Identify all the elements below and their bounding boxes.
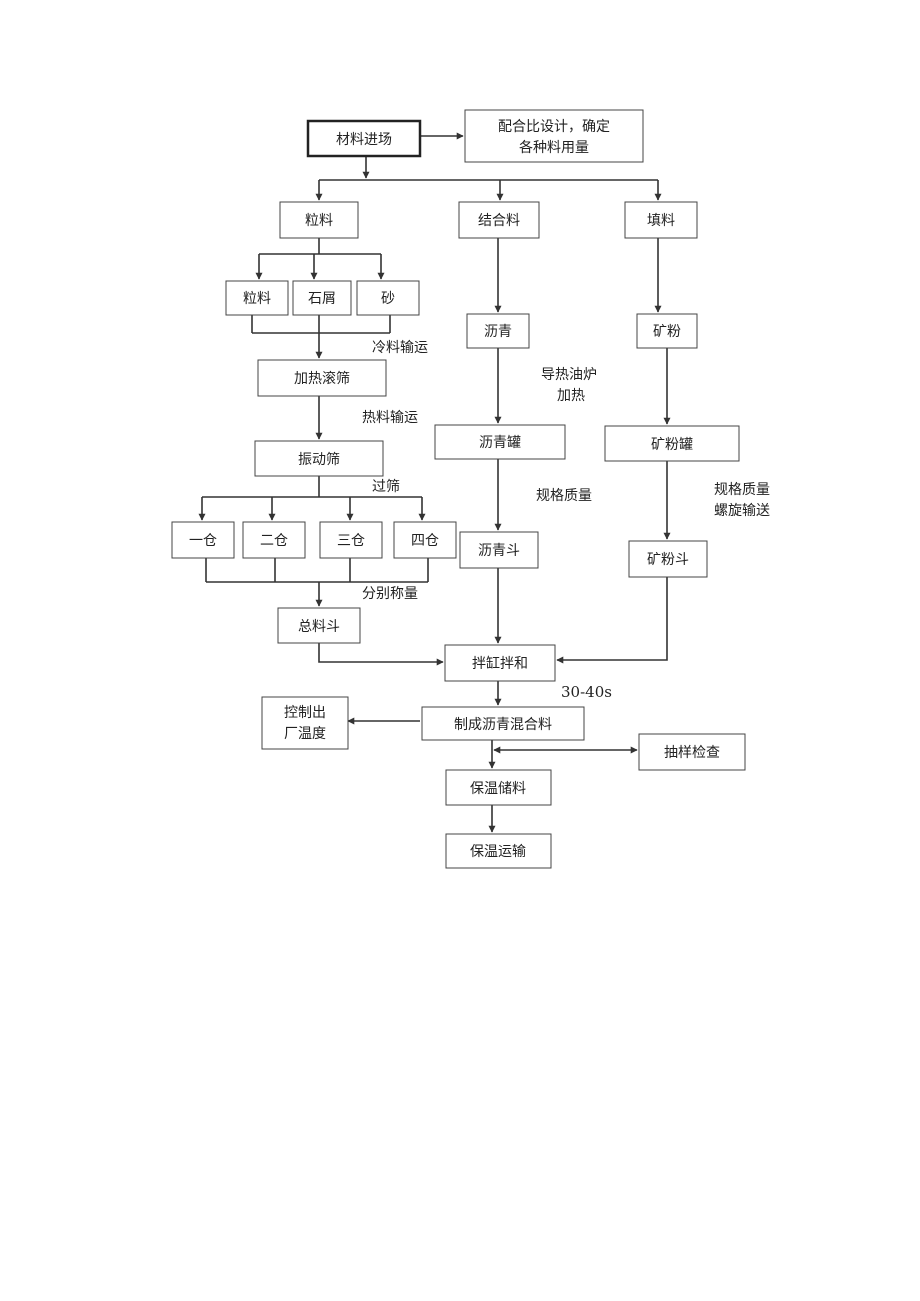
svg-text:拌缸拌和: 拌缸拌和 <box>472 655 528 672</box>
svg-text:保温储料: 保温储料 <box>470 781 526 797</box>
svg-text:总料斗: 总料斗 <box>298 619 340 635</box>
svg-text:砂: 砂 <box>381 291 395 307</box>
svg-text:粒料: 粒料 <box>305 213 333 229</box>
node-powder-tank: 矿粉罐 <box>604 425 740 462</box>
label-oil-heater-1: 导热油炉 <box>541 367 597 383</box>
svg-text:沥青: 沥青 <box>484 324 512 340</box>
svg-text:矿粉: 矿粉 <box>653 324 681 340</box>
svg-text:控制出: 控制出 <box>284 705 326 721</box>
node-filler: 填料 <box>624 201 698 239</box>
label-oil-heater-2: 加热 <box>557 388 585 404</box>
label-hot-transport: 热料输运 <box>362 410 418 426</box>
node-bin2: 二仓 <box>242 521 306 559</box>
node-heat-drum: 加热滚筛 <box>257 359 387 397</box>
svg-text:填料: 填料 <box>647 213 675 229</box>
svg-text:制成沥青混合料: 制成沥青混合料 <box>454 717 552 733</box>
svg-text:粒料: 粒料 <box>243 291 271 307</box>
arrow-hopper-to-mixer <box>318 643 444 666</box>
node-mineral-powder: 矿粉 <box>636 313 698 349</box>
svg-text:抽样检查: 抽样检查 <box>664 745 720 761</box>
node-aggregate: 粒料 <box>279 201 359 239</box>
node-bin4: 四仓 <box>393 521 457 559</box>
node-temp-control: 控制出 厂温度 <box>261 696 349 750</box>
svg-text:沥青罐: 沥青罐 <box>479 435 521 451</box>
connectors <box>198 132 671 833</box>
svg-text:保温运输: 保温运输 <box>470 844 526 860</box>
node-asphalt: 沥青 <box>466 313 530 349</box>
node-bin1: 一仓 <box>171 521 235 559</box>
label-mix-time: 30-40s <box>561 683 612 701</box>
label-screw-conveyor: 螺旋输送 <box>714 503 770 519</box>
node-sampling: 抽样检查 <box>638 733 746 771</box>
node-aggregate-sub: 粒料 <box>225 280 289 316</box>
svg-text:矿粉斗: 矿粉斗 <box>647 552 689 568</box>
svg-text:三仓: 三仓 <box>337 533 365 549</box>
node-mix-design: 配合比设计，确定 各种料用量 <box>464 109 644 163</box>
node-binder: 结合料 <box>458 201 540 239</box>
label-sieving: 过筛 <box>372 479 400 495</box>
svg-text:结合料: 结合料 <box>478 213 520 229</box>
node-stone-chips: 石屑 <box>292 280 352 316</box>
svg-text:厂温度: 厂温度 <box>284 726 326 742</box>
svg-text:石屑: 石屑 <box>308 291 336 307</box>
svg-text:各种料用量: 各种料用量 <box>519 140 589 156</box>
svg-text:矿粉罐: 矿粉罐 <box>651 437 693 453</box>
node-asphalt-tank: 沥青罐 <box>434 424 566 460</box>
svg-text:加热滚筛: 加热滚筛 <box>294 370 350 387</box>
node-vibrating-screen: 振动筛 <box>254 440 384 477</box>
label-spec-quality-powder: 规格质量 <box>714 482 770 498</box>
node-sand: 砂 <box>356 280 420 316</box>
label-spec-quality-asphalt: 规格质量 <box>536 488 592 504</box>
label-cold-transport: 冷料输运 <box>372 340 428 356</box>
svg-text:配合比设计，确定: 配合比设计，确定 <box>498 119 610 135</box>
svg-text:一仓: 一仓 <box>189 533 217 549</box>
svg-text:材料进场: 材料进场 <box>336 132 392 148</box>
svg-text:二仓: 二仓 <box>260 533 288 549</box>
svg-text:四仓: 四仓 <box>411 533 439 549</box>
node-powder-hopper: 矿粉斗 <box>628 540 708 578</box>
label-weighing: 分别称量 <box>362 586 418 602</box>
arrow-powder-to-mixer <box>556 577 668 664</box>
svg-text:沥青斗: 沥青斗 <box>478 543 520 559</box>
node-mixer: 拌缸拌和 <box>444 644 556 682</box>
node-storage: 保温储料 <box>445 769 552 806</box>
node-total-hopper: 总料斗 <box>277 607 361 644</box>
svg-text:振动筛: 振动筛 <box>298 452 340 468</box>
node-transport: 保温运输 <box>445 833 552 869</box>
node-material-entry: 材料进场 <box>306 119 422 158</box>
node-bin3: 三仓 <box>319 521 383 559</box>
node-asphalt-hopper: 沥青斗 <box>459 531 539 569</box>
node-mixture: 制成沥青混合料 <box>421 706 585 741</box>
